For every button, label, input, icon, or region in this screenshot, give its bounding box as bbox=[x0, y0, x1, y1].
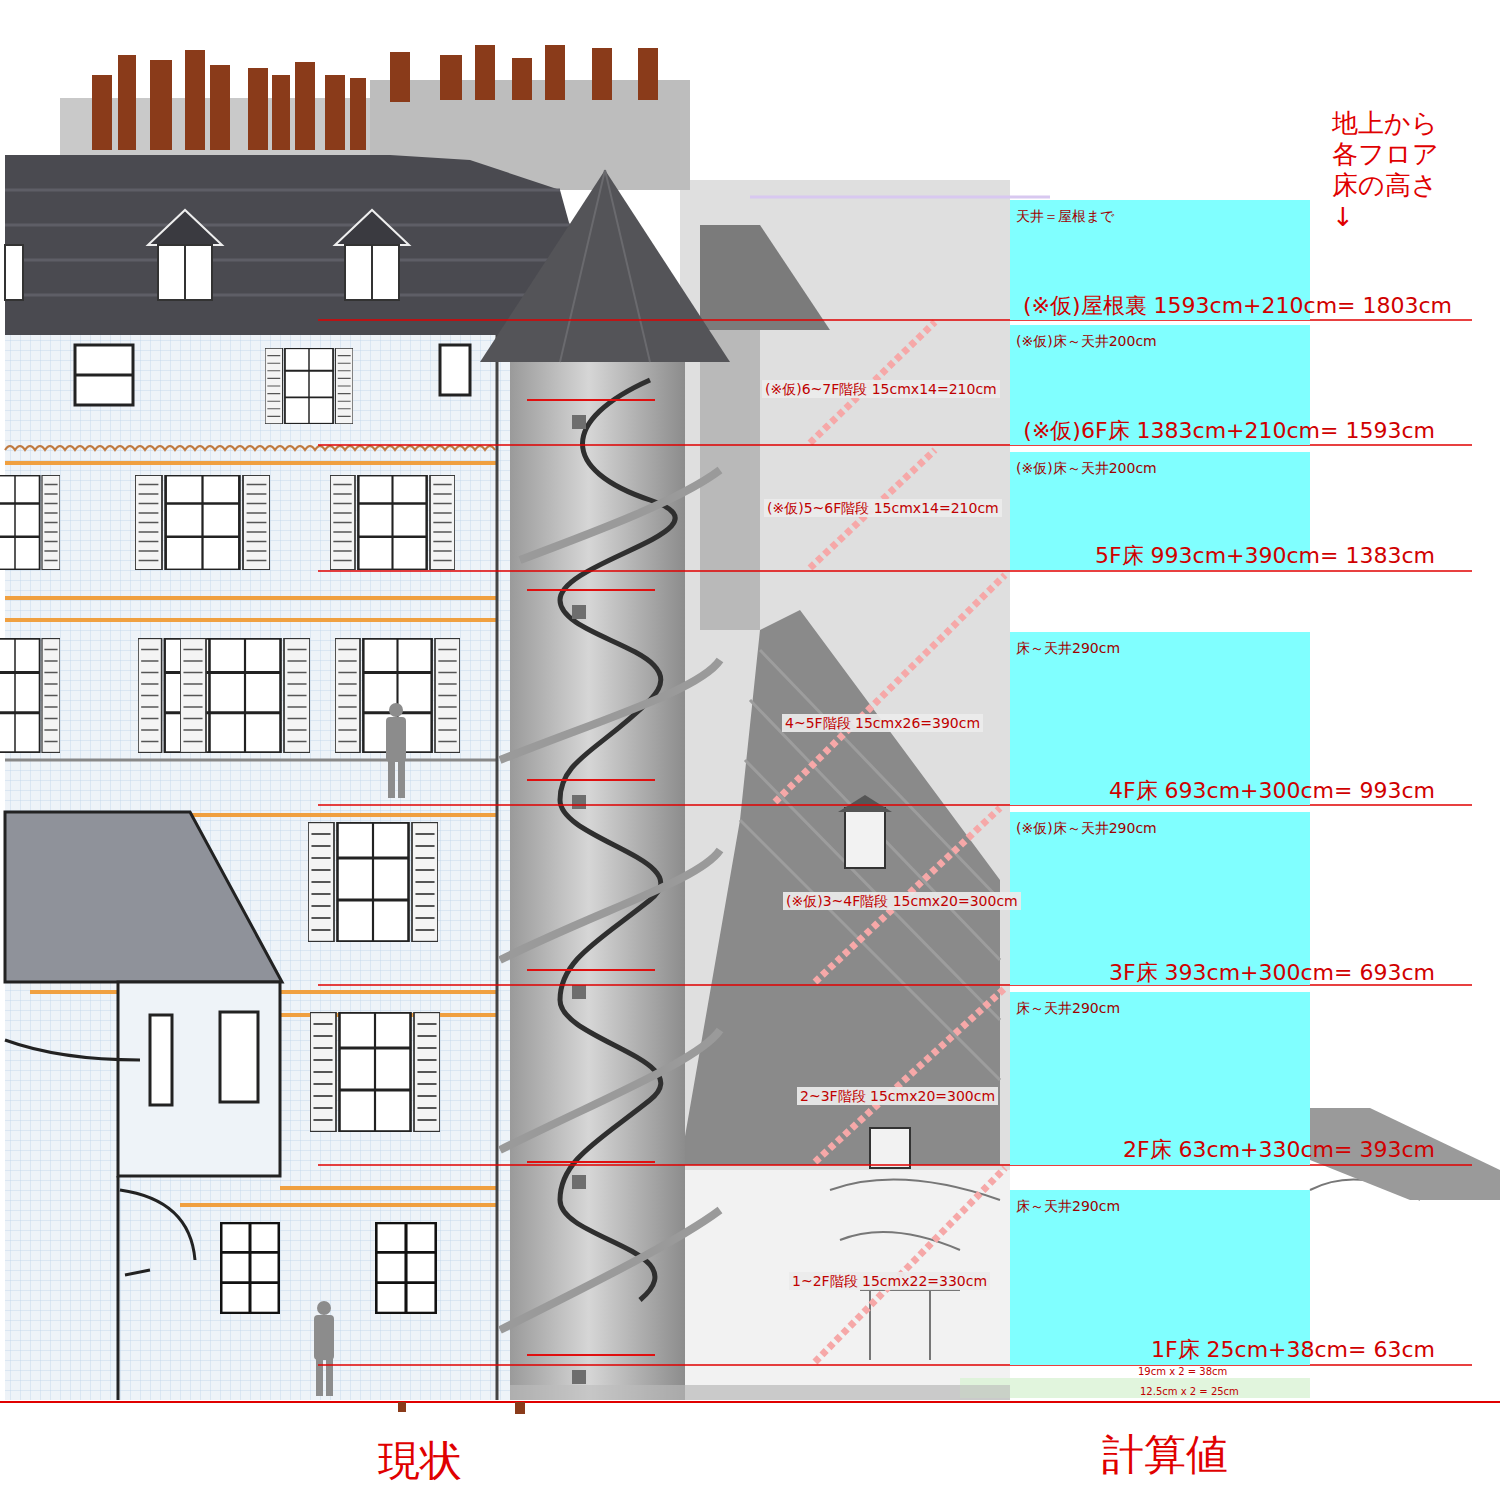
ceiling-label: (※仮)床～天井200cm bbox=[1010, 452, 1310, 477]
stair-dimension: 1~2F階段 15cmx22=330cm bbox=[789, 1272, 990, 1290]
floor-height: 1F床 25cm+38cm= 63cm bbox=[1151, 1339, 1435, 1361]
ceiling-label: (※仮)床～天井290cm bbox=[1010, 812, 1310, 837]
floor-height: 3F床 393cm+300cm= 693cm bbox=[1109, 962, 1435, 984]
ceiling-label: 床～天井290cm bbox=[1010, 1190, 1310, 1215]
ceiling-label: 床～天井290cm bbox=[1010, 992, 1310, 1017]
section-title: 計算値 bbox=[1102, 1434, 1228, 1476]
ceiling-label: 天井＝屋根まで bbox=[1010, 200, 1310, 225]
stair-dimension: (※仮)5~6F階段 15cmx14=210cm bbox=[764, 499, 1002, 517]
stair-dimension: 2~3F階段 15cmx20=300cm bbox=[797, 1087, 998, 1105]
ceiling-height-band: (※仮)床～天井290cm bbox=[1010, 812, 1310, 985]
floor-height: 5F床 993cm+390cm= 1383cm bbox=[1095, 545, 1435, 567]
floor-height: (※仮)6F床 1383cm+210cm= 1593cm bbox=[1023, 420, 1435, 442]
step-dimension: 19cm x 2 = 38cm bbox=[1138, 1367, 1227, 1377]
floor-height: (※仮)屋根裏 1593cm+210cm= 1803cm bbox=[1023, 295, 1452, 317]
stair-dimension: (※仮)3~4F階段 15cmx20=300cm bbox=[783, 892, 1021, 910]
stair-dimension: 4~5F階段 15cmx26=390cm bbox=[782, 714, 983, 732]
stair-dimension: (※仮)6~7F階段 15cmx14=210cm bbox=[762, 380, 1000, 398]
note-text: 地上から 各フロア 床の高さ↓ bbox=[1332, 108, 1439, 233]
section-title: 現状 bbox=[378, 1440, 462, 1482]
floor-height: 4F床 693cm+300cm= 993cm bbox=[1109, 780, 1435, 802]
step-dimension: 12.5cm x 2 = 25cm bbox=[1140, 1387, 1239, 1397]
ceiling-label: 床～天井290cm bbox=[1010, 632, 1310, 657]
floor-height: 2F床 63cm+330cm= 393cm bbox=[1123, 1139, 1435, 1161]
ceiling-label: (※仮)床～天井200cm bbox=[1010, 325, 1310, 350]
